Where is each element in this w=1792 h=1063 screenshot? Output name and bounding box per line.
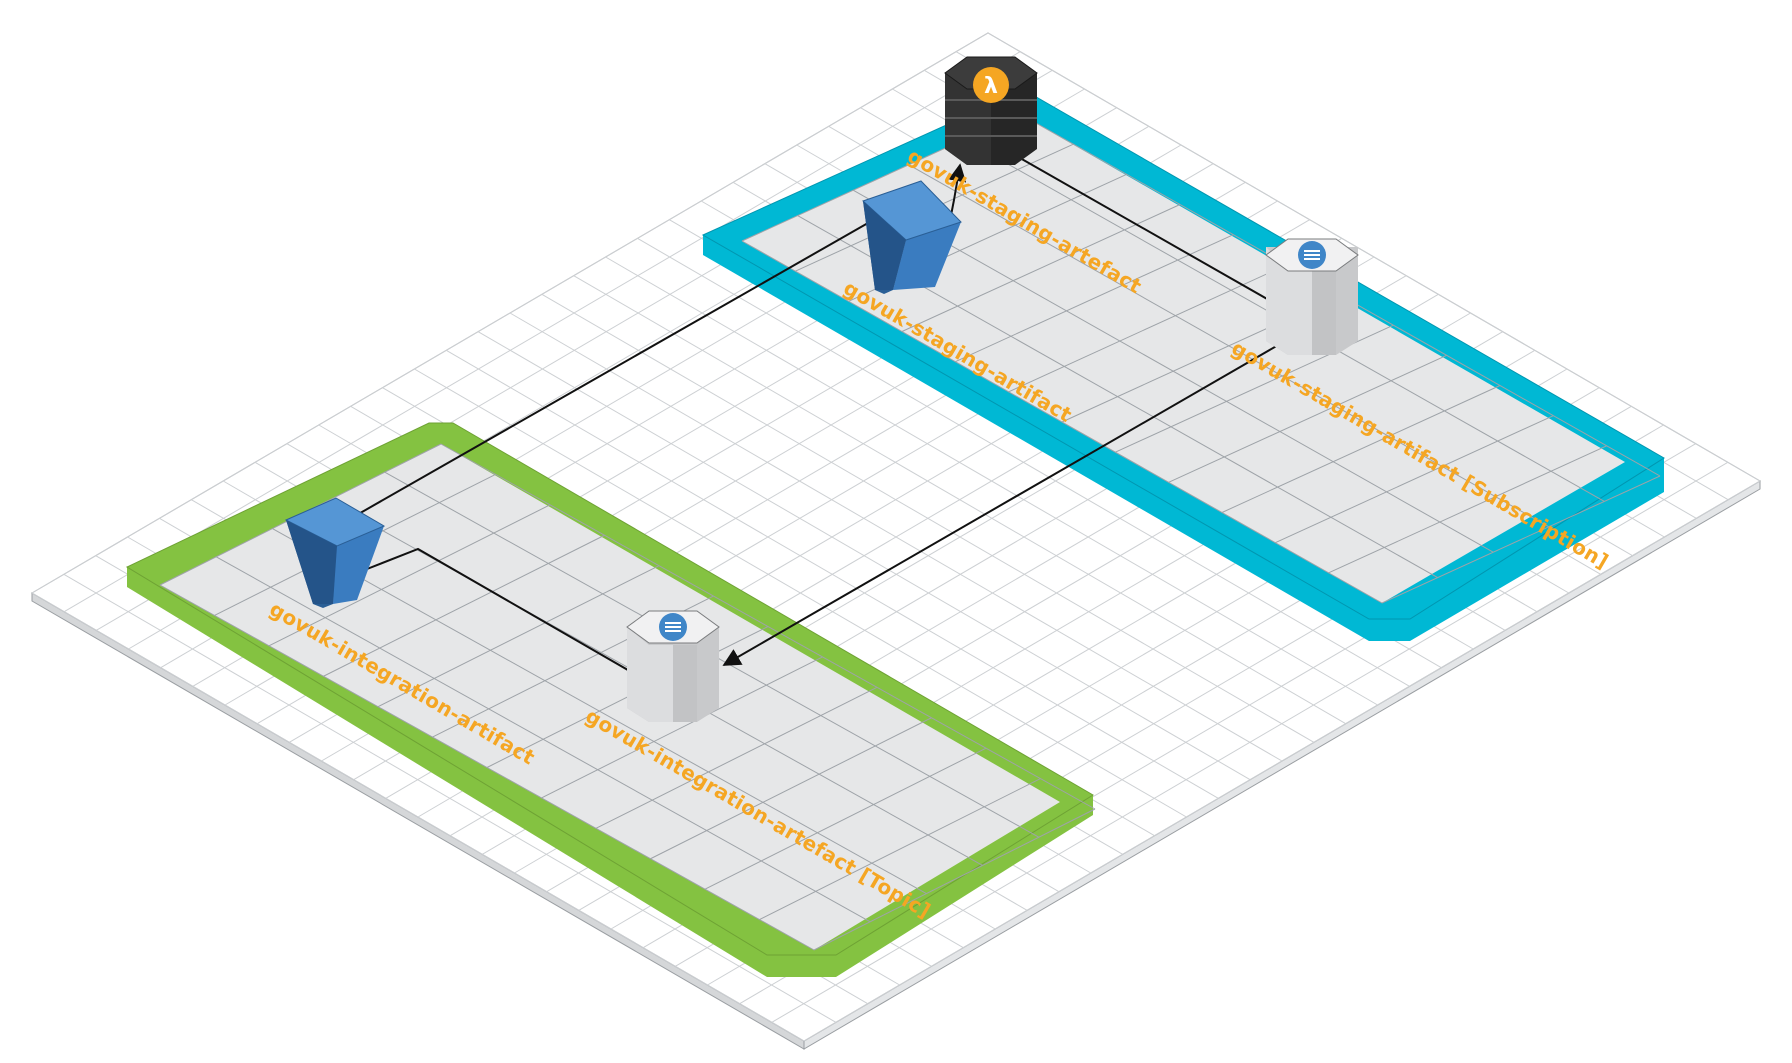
edge-lambda-to-subscription <box>1019 157 1291 313</box>
connectors <box>354 157 1291 697</box>
staging-bucket[interactable] <box>862 180 962 294</box>
integration-topic[interactable] <box>626 610 720 722</box>
edge-subscription-to-topic <box>722 343 1281 666</box>
staging-region-floor <box>742 114 1625 603</box>
svg-text:λ: λ <box>984 74 998 99</box>
sns-icon <box>659 613 687 641</box>
lambda-function[interactable]: λ <box>944 56 1038 165</box>
edge-integration-bucket-to-staging-bucket <box>354 218 876 517</box>
lambda-icon: λ <box>973 67 1009 103</box>
staging-subscription[interactable] <box>1265 238 1359 355</box>
sns-icon <box>1298 241 1326 269</box>
edge-integration-bucket-to-topic <box>366 547 674 697</box>
integration-bucket[interactable] <box>284 497 386 608</box>
